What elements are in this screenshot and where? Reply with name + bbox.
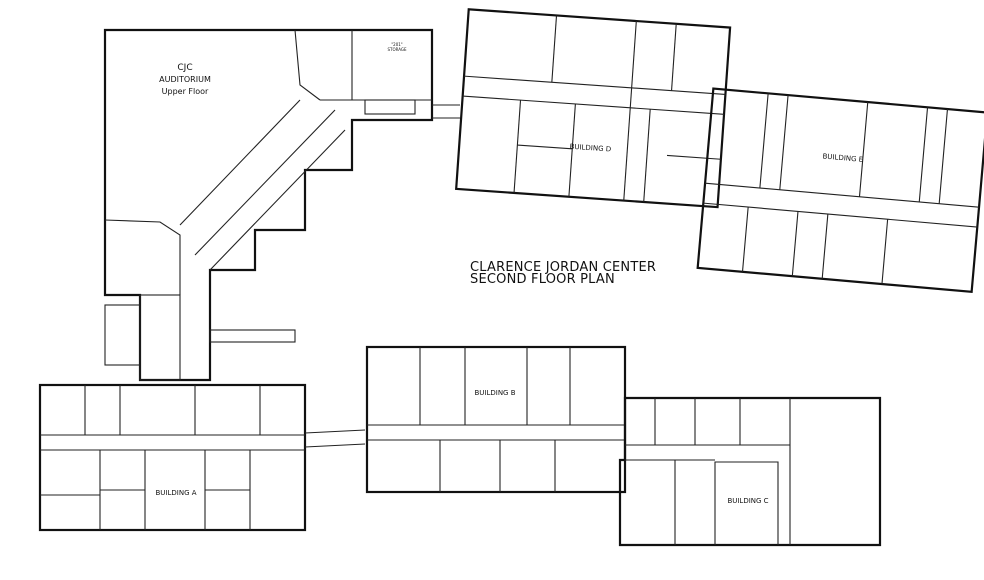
auditorium-label: Upper Floor xyxy=(162,87,209,96)
building-d-label: BUILDING D xyxy=(569,143,611,154)
auditorium-label: CJC xyxy=(177,63,192,73)
building-d: BUILDING D xyxy=(454,8,732,209)
building-b: BUILDING B xyxy=(365,345,627,494)
building-a: BUILDING A xyxy=(38,383,366,532)
storage-label: "201" xyxy=(391,42,402,47)
plan-subtitle: SECOND FLOOR PLAN xyxy=(470,272,615,287)
building-b-label: BUILDING B xyxy=(474,389,515,397)
building-e-label: BUILDING E xyxy=(822,152,863,164)
auditorium-wing: CJC AUDITORIUM Upper Floor "201" STORAGE xyxy=(103,28,460,382)
building-c-label: BUILDING C xyxy=(727,497,768,505)
storage-label: STORAGE xyxy=(387,47,407,52)
plan-title: CLARENCE JORDAN CENTER xyxy=(470,260,656,275)
building-c: BUILDING C xyxy=(618,396,882,547)
auditorium-label: AUDITORIUM xyxy=(159,75,211,84)
building-a-label: BUILDING A xyxy=(155,489,196,497)
building-e: BUILDING E xyxy=(696,87,984,294)
